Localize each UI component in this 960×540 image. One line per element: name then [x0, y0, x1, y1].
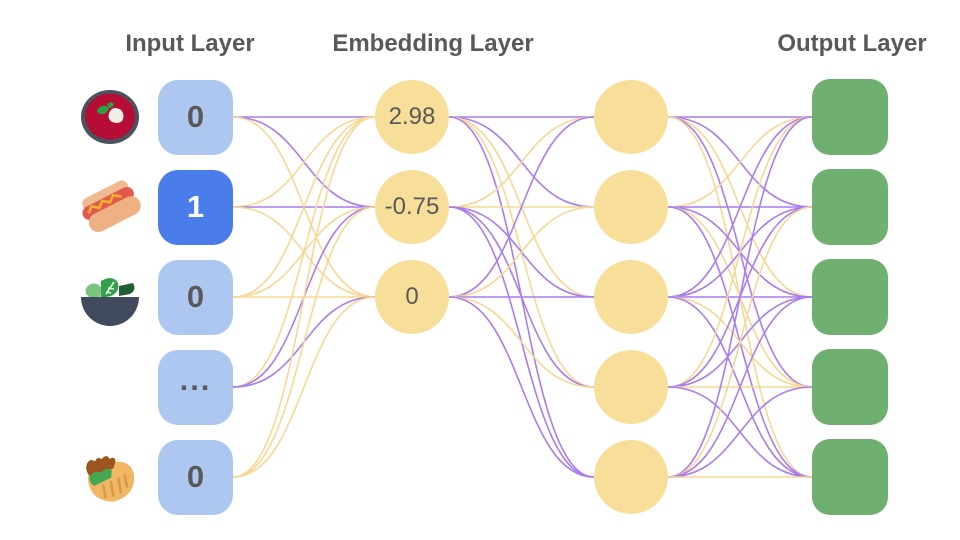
- input-node-value: ...: [179, 362, 212, 397]
- input-node: ...: [158, 349, 233, 425]
- hidden-node: [594, 350, 668, 424]
- edge: [232, 116, 376, 478]
- edge: [667, 206, 813, 478]
- embedding-node-value: 2.98: [388, 103, 436, 130]
- input-node: 0: [158, 439, 233, 515]
- edge: [448, 296, 595, 388]
- embedding-layer-title: Embedding Layer: [332, 30, 534, 57]
- edge: [448, 206, 595, 298]
- input-node-value: 0: [186, 99, 205, 134]
- edge: [667, 296, 813, 478]
- hidden-node: [594, 80, 668, 154]
- edge: [667, 116, 813, 298]
- output-node: [812, 439, 888, 515]
- output-node: [812, 79, 888, 155]
- embedding-node-value: -0.75: [384, 193, 440, 220]
- embedding-node: 2.98: [375, 80, 449, 154]
- input-node: 0: [158, 79, 233, 155]
- edge: [448, 116, 595, 298]
- input-node: 1: [158, 169, 233, 245]
- output-node: [812, 259, 888, 335]
- edge: [232, 116, 376, 208]
- input-layer-title: Input Layer: [125, 30, 255, 57]
- output-layer-title: Output Layer: [777, 30, 927, 57]
- edge: [232, 116, 376, 388]
- embedding-node: -0.75: [375, 170, 449, 244]
- input-node-value: 0: [186, 459, 205, 494]
- edge: [667, 116, 813, 478]
- stuffed-flatbread-icon: [78, 445, 142, 509]
- edge: [232, 296, 376, 478]
- edge: [667, 116, 813, 388]
- hidden-node: [594, 170, 668, 244]
- edge: [448, 296, 595, 478]
- output-node: [812, 169, 888, 245]
- borscht-bowl-icon: [78, 85, 142, 149]
- embedding-node-value: 0: [405, 283, 419, 310]
- edge: [232, 116, 376, 298]
- input-node-value: 1: [186, 189, 205, 224]
- output-node: [812, 349, 888, 425]
- salad-bowl-icon: [78, 265, 142, 329]
- edge: [232, 206, 376, 478]
- input-node-value: 0: [186, 279, 205, 314]
- input-node: 0: [158, 259, 233, 335]
- hot-dog-icon: [78, 175, 142, 239]
- edge: [448, 116, 595, 208]
- edge: [667, 386, 813, 478]
- hidden-node: [594, 260, 668, 334]
- edge: [667, 116, 813, 208]
- hidden-node: [594, 440, 668, 514]
- embedding-node: 0: [375, 260, 449, 334]
